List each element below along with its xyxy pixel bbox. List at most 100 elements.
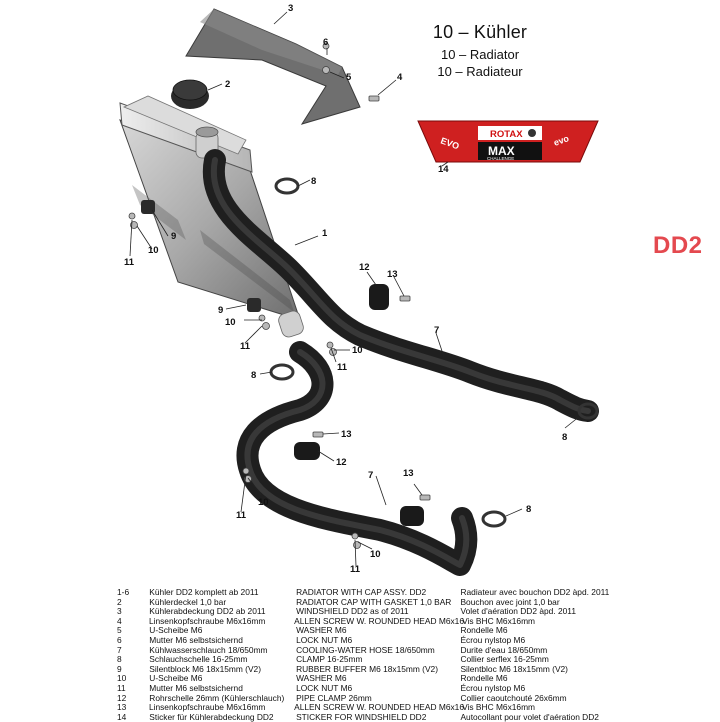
- part-name-english: ALLEN SCREW W. ROUNDED HEAD M6x16: [294, 702, 464, 713]
- part-number: 1-6: [117, 587, 130, 597]
- part-name-french: Radiateur avec bouchon DD2 àpd. 2011: [460, 587, 610, 597]
- part-name-german: Rohrschelle 26mm (Kühlerschlauch): [149, 692, 285, 703]
- part-number: 5: [117, 625, 122, 636]
- part-name-german: Kühler DD2 komplett ab 2011: [149, 587, 259, 597]
- part-name-german: Linsenkopfschraube M6x16mm: [148, 702, 266, 713]
- callout-7-b: 7: [368, 470, 373, 481]
- parts-list-row: 7 Kühlwasserschlauch 18/650mm COOLING-WATE…: [117, 644, 617, 656]
- part-name-german: Linsenkopfschraube M6x16mm: [148, 615, 266, 626]
- sticker-max-text: MAX: [488, 144, 515, 158]
- part-number: 10: [117, 673, 127, 684]
- parts-list-row: 12 Rohrschelle 26mm (Kühlerschlauch) PIPE …: [117, 692, 617, 704]
- part-number: 12: [117, 692, 127, 703]
- callout-5: 5: [346, 72, 352, 83]
- callout-labels: 3 2 6 5 4 1 7 8 8 8 8 9 9 10 10 10 10 10…: [124, 3, 567, 575]
- part-number: 13: [117, 702, 127, 713]
- exploded-parts-diagram: ROTAX MAX CHALLENGE EVO evo: [119, 3, 599, 576]
- part-name-german: Kühlwasserschlauch 18/650mm: [149, 644, 268, 655]
- part-number: 14: [117, 711, 127, 722]
- part-name-french: Rondelle M6: [460, 625, 508, 636]
- sticker-logo-icon: [528, 129, 536, 137]
- windshield-part: [185, 8, 361, 125]
- part-number: 8: [117, 654, 122, 665]
- sticker-rotax-text: ROTAX: [490, 129, 523, 140]
- radiator-part: [119, 95, 304, 338]
- part-number: 9: [117, 663, 122, 674]
- part-number: 4: [117, 615, 122, 626]
- callout-8-c: 8: [562, 432, 567, 443]
- part-number: 6: [117, 634, 122, 645]
- part-name-german: U-Scheibe M6: [149, 673, 203, 684]
- part-name-german: U-Scheibe M6: [149, 625, 203, 636]
- part-name-english: STICKER FOR WINDSHIELD DD2: [296, 711, 427, 722]
- part-name-english: PIPE CLAMP 26mm: [296, 692, 372, 703]
- part-name-german: Schlauchschelle 16-25mm: [149, 654, 248, 665]
- callout-11-e: 11: [350, 564, 361, 575]
- part-name-english: LOCK NUT M6: [296, 634, 353, 645]
- part-name-french: Silentbloc M6 18x15mm (V2): [460, 663, 568, 674]
- subtitle-english: 10 – Radiator: [440, 47, 520, 62]
- part-name-french: Collier serflex 16-25mm: [460, 654, 549, 665]
- part-name-german: Kühlerdeckel 1,0 bar: [149, 596, 227, 607]
- part-name-french: Rondelle M6: [460, 673, 508, 684]
- sticker-part: ROTAX MAX CHALLENGE EVO evo: [417, 120, 599, 163]
- callout-2: 2: [225, 79, 230, 90]
- callout-14: 14: [438, 164, 449, 175]
- part-name-french: Volet d'aération DD2 àpd. 2011: [460, 606, 576, 617]
- part-number: 2: [117, 596, 122, 607]
- callout-13-a: 13: [387, 269, 398, 280]
- part-number: 7: [117, 644, 122, 655]
- variant-label: DD2: [653, 232, 703, 259]
- radiator-cap-part: [171, 79, 209, 109]
- callout-7: 7: [434, 325, 439, 336]
- callout-11-c: 11: [337, 362, 348, 373]
- part-name-french: Durite d'eau 18/650mm: [460, 644, 548, 655]
- part-name-english: RUBBER BUFFER M6 18x15mm (V2): [296, 663, 438, 674]
- part-number: 3: [117, 606, 122, 617]
- parts-list-row: 14 Sticker für Kühlerabdeckung DD2 STICKER…: [117, 711, 617, 722]
- title-block: 10 – Kühler 10 – Radiator 10 – Radiateur: [390, 22, 570, 79]
- part-name-german: Mutter M6 selbstsichernd: [149, 634, 243, 645]
- pipe-clamps: [294, 284, 424, 526]
- part-name-french: Vis BHC M6x16mm: [462, 702, 536, 713]
- part-name-english: COOLING-WATER HOSE 18/650mm: [296, 644, 435, 655]
- part-name-english: LOCK NUT M6: [296, 682, 353, 693]
- callout-6: 6: [323, 37, 328, 48]
- part-name-french: Autocollant pour volet d'aération DD2: [460, 711, 599, 722]
- part-name-german: Kühlerabdeckung DD2 ab 2011: [149, 606, 266, 617]
- callout-9-a: 9: [171, 231, 176, 242]
- callout-10-e: 10: [370, 549, 381, 560]
- callout-11-b: 11: [240, 341, 251, 352]
- callout-8-b: 8: [251, 370, 256, 381]
- callout-12-a: 12: [359, 262, 370, 273]
- rubber-buffers: [141, 200, 261, 312]
- parts-list-row: 13 Linsenkopfschraube M6x16mm ALLEN SCREW …: [117, 703, 617, 713]
- part-name-french: Bouchon avec joint 1,0 bar: [460, 596, 560, 607]
- callout-11-d: 11: [236, 510, 247, 521]
- callout-8-a: 8: [311, 176, 316, 187]
- callout-10-b: 10: [225, 317, 236, 328]
- cooling-hose-part: [202, 149, 599, 576]
- callout-4: 4: [397, 72, 403, 83]
- callout-10-d: 10: [258, 497, 269, 508]
- callout-8-d: 8: [526, 504, 531, 515]
- callout-9-b: 9: [218, 305, 223, 316]
- callout-13-c: 13: [403, 468, 414, 479]
- page-title: 10 – Kühler: [432, 22, 528, 42]
- leader-lines: [129, 11, 581, 567]
- callout-10-a: 10: [148, 245, 159, 256]
- callout-10-c: 10: [352, 345, 363, 356]
- part-name-french: Écrou nylstop M6: [460, 682, 526, 693]
- part-name-english: WINDSHIELD DD2 as of 2011: [296, 606, 409, 617]
- part-number: 11: [117, 682, 126, 693]
- callout-12-b: 12: [336, 457, 347, 468]
- sticker-challenge-text: CHALLENGE: [487, 156, 514, 161]
- part-name-german: Sticker für Kühlerabdeckung DD2: [149, 711, 274, 722]
